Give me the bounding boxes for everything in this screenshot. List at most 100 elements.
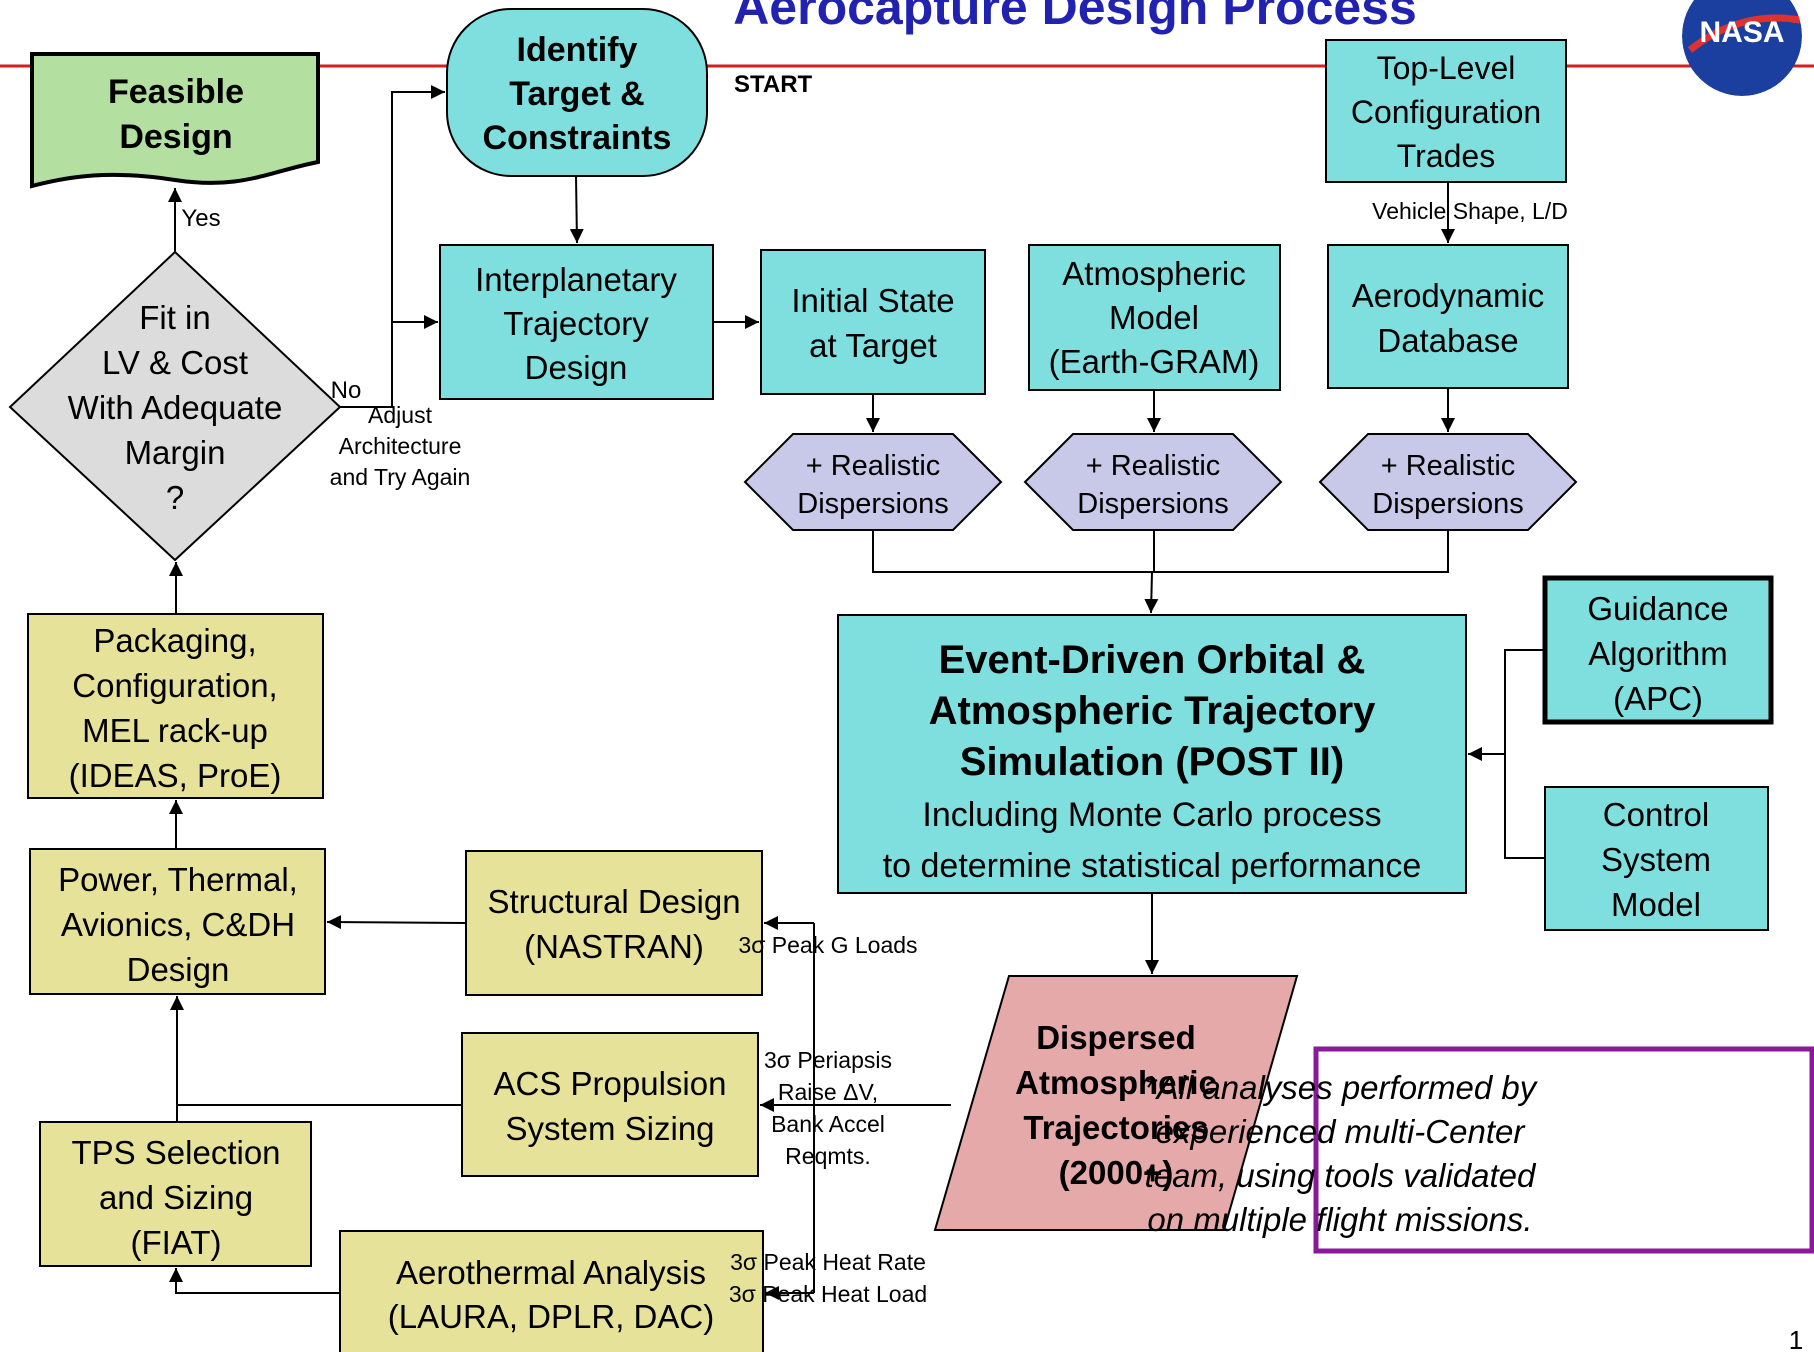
identify-text-line-3: Constraints xyxy=(483,119,672,157)
simulation-text-line-2: Atmospheric Trajectory xyxy=(929,689,1377,733)
structural-design-node xyxy=(465,850,763,996)
note-box xyxy=(1313,1046,1814,1254)
start-label: START xyxy=(734,71,813,98)
dispersions-2-text-line-1: + Realistic xyxy=(1086,450,1221,482)
power-thermal-node xyxy=(29,848,326,995)
dispersed-text-line-1: Dispersed xyxy=(1036,1019,1196,1056)
toplevel-text-line-2: Configuration xyxy=(1351,94,1541,130)
guidance-text-line-1: Guidance xyxy=(1587,590,1728,627)
feasible-text-line-1: Feasible xyxy=(108,73,244,111)
atmospheric-model-text-line-1: Atmospheric xyxy=(1062,255,1245,292)
page-number: 1 xyxy=(1789,1325,1803,1352)
dispersed-text-line-2: Atmospheric xyxy=(1015,1064,1217,1101)
simulation-text-line-5: to determine statistical performance xyxy=(883,847,1422,885)
yes-label: Yes xyxy=(181,205,220,232)
dispersions-hex-1 xyxy=(743,433,1003,531)
packaging-node xyxy=(27,613,324,799)
identify-text-line-2: Target & xyxy=(509,75,644,113)
tps-text-line-3: (FIAT) xyxy=(130,1224,221,1261)
note-text-line-4: on multiple flight missions. xyxy=(1147,1201,1532,1238)
dispersions-3-text-line-1: + Realistic xyxy=(1381,450,1516,482)
toplevel-text-line-1: Top-Level xyxy=(1377,50,1516,86)
top-level-trades-node xyxy=(1325,39,1567,183)
aerothermal-node xyxy=(339,1230,764,1352)
feasible-design-node xyxy=(30,52,320,189)
no-branch-line xyxy=(340,322,393,408)
aerothermal-text-line-2: (LAURA, DPLR, DAC) xyxy=(388,1298,714,1335)
control-text-line-3: Model xyxy=(1611,886,1701,923)
dispersed-text-line-4: (2000+) xyxy=(1059,1154,1174,1191)
arrow-no-to-identify xyxy=(391,85,445,322)
guidance-text-line-2: Algorithm xyxy=(1588,635,1727,672)
dispersed-trajectories-node xyxy=(933,975,1299,1231)
atmospheric-model-text-line-2: Model xyxy=(1109,299,1199,336)
decision-diamond xyxy=(8,250,342,562)
arrow-aerothermal-to-tps xyxy=(169,1268,340,1294)
no-label: No xyxy=(331,377,362,404)
packaging-text-line-4: (IDEAS, ProE) xyxy=(69,757,282,794)
merge-dispersions-line xyxy=(872,530,1449,573)
acs-text-line-2: System Sizing xyxy=(505,1110,714,1147)
decision-text-line-2: LV & Cost xyxy=(102,344,248,381)
dispersions-hex-2 xyxy=(1023,433,1283,531)
decision-text-line-4: Margin xyxy=(125,434,226,471)
adjust-label-line-2: Architecture xyxy=(339,433,462,459)
periapsis-label-line-4: Reqmts. xyxy=(785,1143,871,1169)
toplevel-text-line-3: Trades xyxy=(1397,138,1495,174)
tps-selection-node xyxy=(39,1121,312,1267)
power-text-line-1: Power, Thermal, xyxy=(58,861,298,898)
interplanetary-text-line-2: Trajectory xyxy=(503,305,649,342)
page-title: Aerocapture Design Process xyxy=(733,0,1417,35)
power-text-line-2: Avionics, C&DH xyxy=(61,906,295,943)
packaging-text-line-2: Configuration, xyxy=(72,667,277,704)
simulation-text-line-4: Including Monte Carlo process xyxy=(922,796,1381,834)
interplanetary-text-line-1: Interplanetary xyxy=(475,261,677,298)
nasa-logo-text: NASA xyxy=(1699,16,1784,49)
guidance-text-line-3: (APC) xyxy=(1613,680,1703,717)
identify-text-line-1: Identify xyxy=(517,31,638,69)
decision-text-line-1: Fit in xyxy=(139,299,211,336)
acs-text-line-1: ACS Propulsion xyxy=(494,1065,727,1102)
atmospheric-model-node xyxy=(1028,244,1281,391)
atmospheric-model-text-line-3: (Earth-GRAM) xyxy=(1049,343,1260,380)
aero-database-text-line-2: Database xyxy=(1377,322,1518,359)
simulation-node xyxy=(837,614,1467,894)
arrow-structural-to-power xyxy=(326,915,467,930)
decision-text-line-3: With Adequate xyxy=(68,389,283,426)
initial-state-text-line-1: Initial State xyxy=(791,282,954,319)
dispersions-3-text-line-2: Dispersions xyxy=(1372,488,1524,520)
dispersions-hex-3 xyxy=(1318,433,1578,531)
structural-text-line-2: (NASTRAN) xyxy=(524,928,704,965)
connectors xyxy=(168,85,1545,1300)
nasa-logo: NASA xyxy=(1682,0,1802,96)
note-text-line-1: *All analyses performed by xyxy=(1144,1069,1539,1106)
arrow-identify-to-interplanetary xyxy=(569,175,584,244)
dispersed-text-line-3: Trajectories xyxy=(1023,1109,1208,1146)
periapsis-label-line-3: Bank Accel xyxy=(771,1111,885,1137)
vehicle-shape-label: Vehicle Shape, L/D xyxy=(1372,198,1568,224)
decision-text-line-5: ? xyxy=(166,479,184,516)
dispersions-2-text-line-2: Dispersions xyxy=(1077,488,1229,520)
power-text-line-3: Design xyxy=(127,951,230,988)
simulation-text-line-1: Event-Driven Orbital & xyxy=(939,638,1366,682)
aerothermal-text-line-1: Aerothermal Analysis xyxy=(396,1254,706,1291)
aero-database-node xyxy=(1327,244,1569,389)
arrow-merge-to-simulation xyxy=(1144,571,1159,614)
dispersions-1-text-line-2: Dispersions xyxy=(797,488,949,520)
note-text-line-3: team, using tools validated xyxy=(1145,1157,1537,1194)
control-system-node xyxy=(1544,786,1769,931)
packaging-text-line-3: MEL rack-up xyxy=(82,712,268,749)
dispersions-1-text-line-1: + Realistic xyxy=(806,450,941,482)
interplanetary-node xyxy=(439,244,714,400)
simulation-text-line-3: Simulation (POST II) xyxy=(960,740,1344,784)
adjust-label-line-3: and Try Again xyxy=(330,464,471,490)
feasible-text-line-2: Design xyxy=(119,118,232,156)
structural-text-line-1: Structural Design xyxy=(487,883,740,920)
periapsis-label-line-1: 3σ Periapsis xyxy=(764,1047,892,1073)
control-text-line-1: Control xyxy=(1603,796,1709,833)
acs-propulsion-node xyxy=(461,1032,759,1177)
guidance-control-bracket xyxy=(1504,649,1545,859)
initial-state-node xyxy=(760,249,986,395)
control-text-line-2: System xyxy=(1601,841,1711,878)
